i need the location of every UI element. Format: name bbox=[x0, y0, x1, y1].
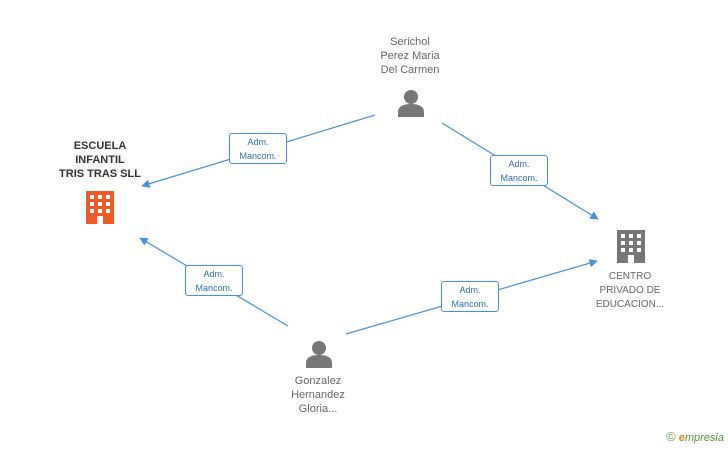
edge-label-line: Adm. bbox=[203, 269, 225, 279]
empresia-logo: © empresia bbox=[666, 429, 724, 444]
building-icon[interactable] bbox=[617, 230, 645, 263]
person-bottom-line: Hernandez bbox=[291, 389, 345, 401]
company-right-line: PRIVADO DE bbox=[599, 285, 661, 296]
person-icon[interactable] bbox=[398, 90, 424, 117]
copyright-symbol: © bbox=[666, 429, 676, 444]
company-left-line: INFANTIL bbox=[75, 154, 125, 166]
edge-label-line: Adm. bbox=[508, 159, 530, 169]
edge-label-line: Adm. bbox=[247, 137, 269, 147]
brand-rest: mpresia bbox=[684, 432, 724, 444]
company-right-line: CENTRO bbox=[608, 271, 652, 282]
company-left-label[interactable]: ESCUELA INFANTIL TRIS TRAS SLL bbox=[45, 139, 155, 181]
person-icon[interactable] bbox=[306, 341, 332, 368]
edge-label-line: Mancom. bbox=[239, 151, 277, 161]
person-bottom-line: Gonzalez bbox=[294, 375, 342, 387]
edge-label-top-right[interactable]: Adm. Mancom. bbox=[490, 155, 548, 186]
person-top-label[interactable]: Serichol Perez Maria Del Carmen bbox=[360, 35, 460, 77]
company-left-line: TRIS TRAS SLL bbox=[59, 168, 141, 180]
person-top-line: Serichol bbox=[390, 36, 430, 48]
building-icon[interactable] bbox=[86, 191, 114, 224]
edge-label-bottom-left[interactable]: Adm. Mancom. bbox=[185, 265, 243, 296]
brand-e: e bbox=[678, 432, 685, 444]
edge-label-line: Mancom. bbox=[195, 283, 233, 293]
edge-label-line: Adm. bbox=[459, 285, 481, 295]
edge-label-line: Mancom. bbox=[500, 173, 538, 183]
company-right-line: EDUCACION... bbox=[595, 299, 665, 310]
company-left-line: ESCUELA bbox=[73, 140, 127, 152]
person-bottom-line: Gloria... bbox=[298, 403, 338, 415]
person-top-line: Perez Maria bbox=[380, 50, 440, 62]
person-top-line: Del Carmen bbox=[380, 64, 440, 76]
edge-label-bottom-right[interactable]: Adm. Mancom. bbox=[441, 281, 499, 312]
company-right-label[interactable]: CENTRO PRIVADO DE EDUCACION... bbox=[580, 270, 680, 312]
person-bottom-label[interactable]: Gonzalez Hernandez Gloria... bbox=[268, 374, 368, 416]
edge-label-line: Mancom. bbox=[451, 299, 489, 309]
edge-label-top-left[interactable]: Adm. Mancom. bbox=[229, 133, 287, 164]
